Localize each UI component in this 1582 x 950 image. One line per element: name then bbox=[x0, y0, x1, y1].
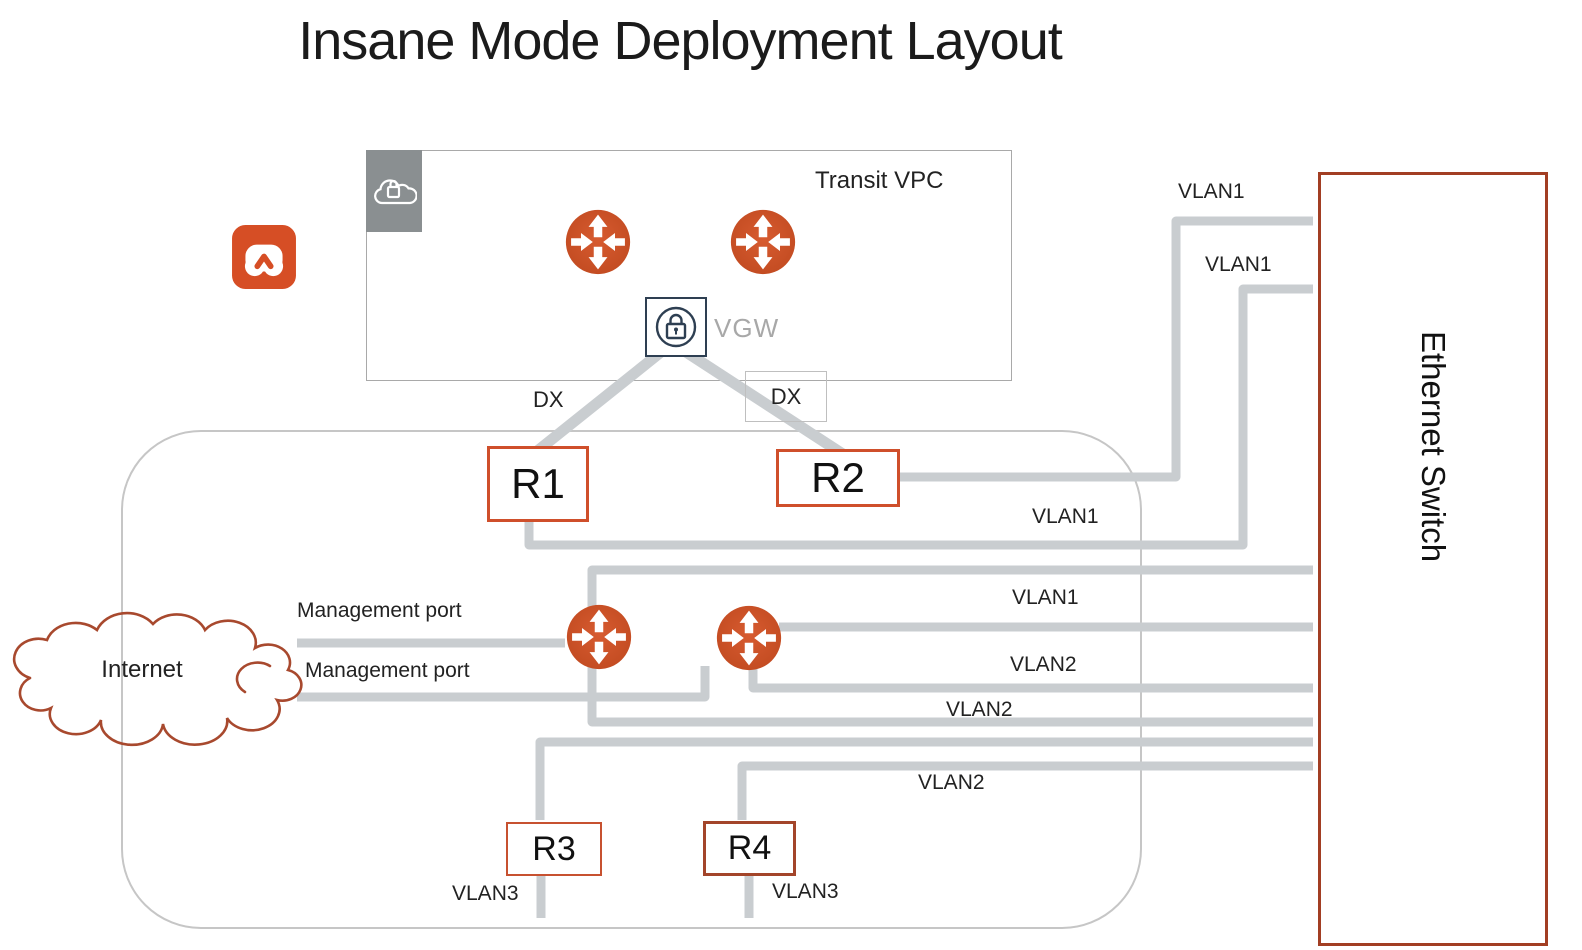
onprem-gateway-2-router-icon bbox=[715, 604, 783, 672]
router-r1-node: R1 bbox=[487, 446, 589, 522]
vgw-label: VGW bbox=[714, 313, 780, 343]
vlan2-label-gw1-line: VLAN2 bbox=[946, 698, 1013, 721]
onprem-gateway-1-router-icon bbox=[565, 603, 633, 671]
connector-r1-to-switch-vlan1 bbox=[524, 284, 1313, 550]
vpc-lock-cloud-icon bbox=[366, 150, 422, 232]
internet-cloud-icon bbox=[5, 608, 305, 748]
vlan1-label-gateway-line: VLAN1 bbox=[1012, 586, 1079, 609]
dx-label-left: DX bbox=[533, 387, 564, 412]
vgw-lock-icon bbox=[645, 297, 707, 357]
ethernet-switch-box: Ethernet Switch bbox=[1318, 172, 1548, 946]
vlan1-label-r1-line: VLAN1 bbox=[1032, 505, 1099, 528]
internet-label: Internet bbox=[101, 656, 183, 683]
dx-label-right-box: DX bbox=[745, 371, 827, 422]
connector-vgw-to-r1 bbox=[532, 347, 665, 457]
aviatrix-logo bbox=[231, 223, 297, 291]
connector-vgw-to-r2 bbox=[683, 347, 855, 465]
connector-r3-to-switch bbox=[535, 737, 1313, 820]
management-port-label-2: Management port bbox=[305, 659, 470, 682]
transit-vpc-box bbox=[366, 150, 1012, 381]
router-r4-node: R4 bbox=[703, 821, 796, 876]
vlan1-label-upper-right: VLAN1 bbox=[1205, 253, 1272, 276]
connector-r4-to-switch-vlan2 bbox=[737, 761, 1313, 820]
vlan3-label-r4: VLAN3 bbox=[772, 880, 839, 903]
router-r3-node: R3 bbox=[506, 822, 602, 876]
vlan1-label-top-right: VLAN1 bbox=[1178, 180, 1245, 203]
vlan2-label-gw2-line: VLAN2 bbox=[1010, 653, 1077, 676]
transit-gateway-2-router-icon bbox=[729, 208, 797, 276]
management-port-label-1: Management port bbox=[297, 599, 462, 622]
vlan3-label-r3: VLAN3 bbox=[452, 882, 519, 905]
ethernet-switch-label: Ethernet Switch bbox=[1415, 330, 1452, 563]
connector-mgmt-port-gw2 bbox=[297, 666, 710, 702]
transit-vpc-label: Transit VPC bbox=[815, 167, 944, 194]
router-r2-node: R2 bbox=[776, 449, 900, 507]
on-prem-zone-outline bbox=[121, 430, 1142, 929]
vlan2-label-r4-line: VLAN2 bbox=[918, 771, 985, 794]
connector-r2-to-switch-vlan1 bbox=[890, 216, 1313, 482]
page-title: Insane Mode Deployment Layout bbox=[298, 11, 1063, 71]
transit-gateway-1-router-icon bbox=[564, 208, 632, 276]
